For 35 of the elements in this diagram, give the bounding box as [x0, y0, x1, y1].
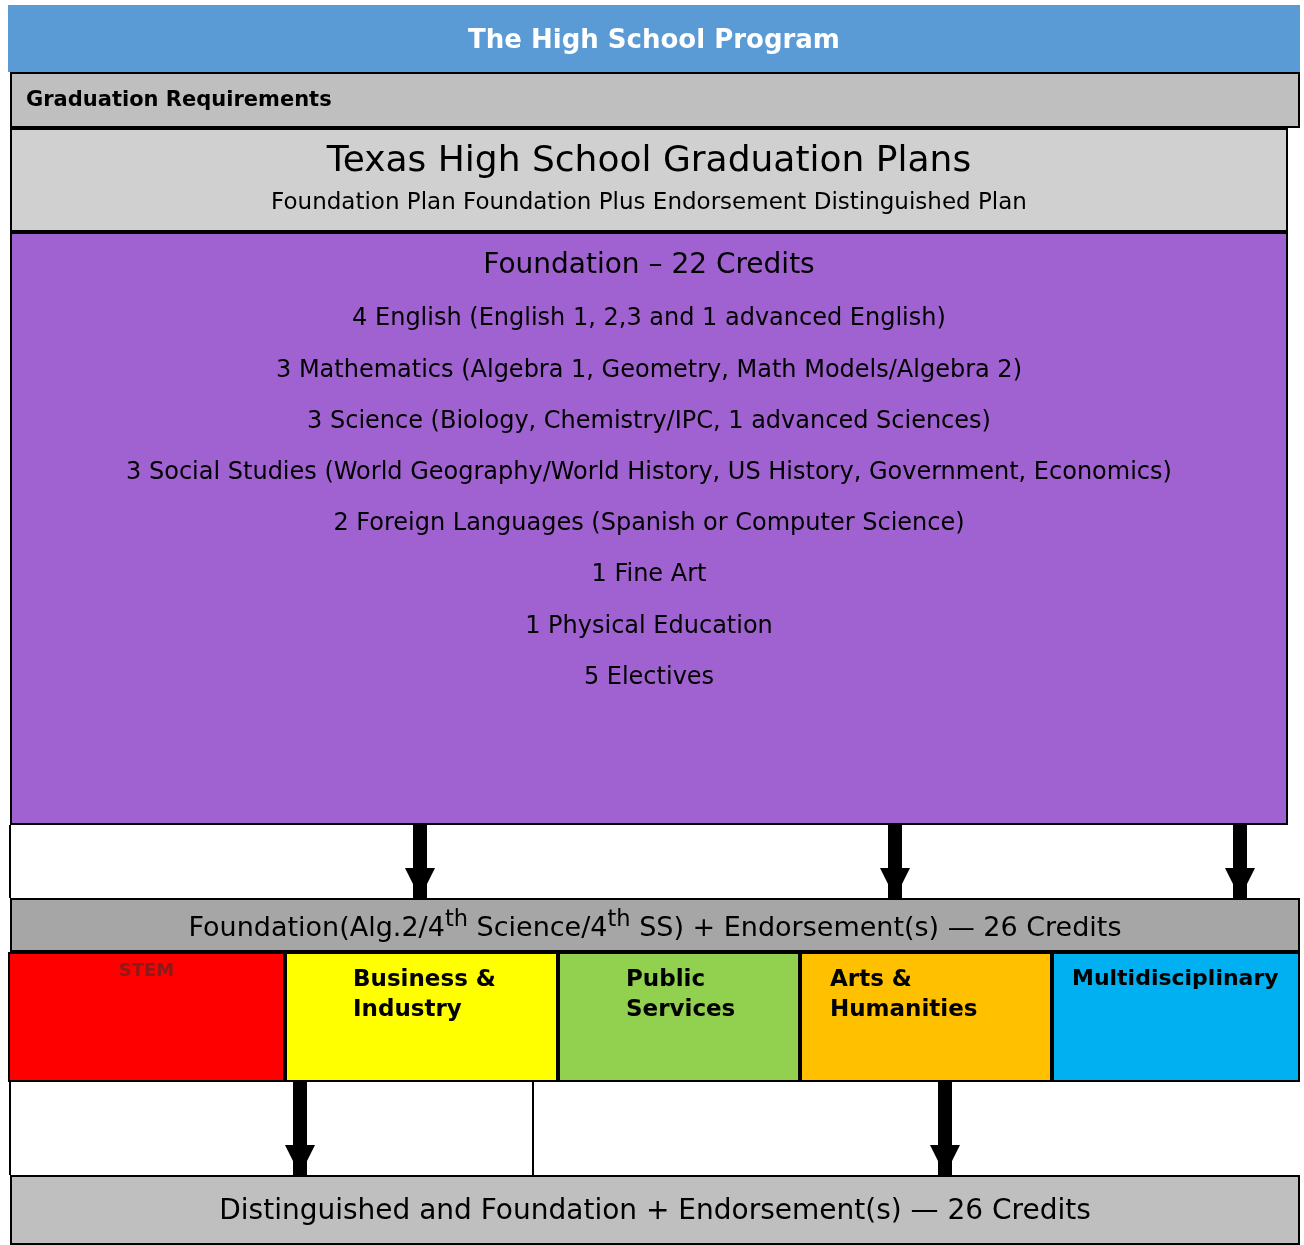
endorsement-box — [558, 952, 800, 1082]
credits-band — [10, 1175, 1300, 1245]
heading: Texas High School Graduation Plans — [325, 137, 973, 181]
node-text: Arts & Humanities — [830, 964, 979, 1023]
node-text: Multidisciplinary — [1072, 964, 1280, 992]
title-bar: The High School Program — [8, 5, 1300, 72]
header-band — [10, 72, 1300, 128]
plans-box — [10, 128, 1288, 232]
node-text: 5 Electives — [582, 660, 716, 692]
node-text: Distinguished and Foundation + Endorsement(s) — 26 Credits — [218, 1191, 1092, 1228]
credits-band — [10, 898, 1300, 952]
arrow — [930, 1082, 960, 1175]
endorsement-box — [8, 952, 285, 1082]
node-text: 1 Fine Art — [590, 558, 708, 590]
node-text: 1 Physical Education — [524, 609, 774, 641]
node-text: 3 Mathematics (Algebra 1, Geometry, Math Models/Algebra 2) — [275, 353, 1023, 385]
heading: Foundation – 22 Credits — [482, 246, 816, 282]
node-text: Foundation(Alg.2/4$^{th}$ Science/4$^{th}$ SS) + Endorsement(s) — 26 Credits — [187, 903, 1123, 944]
node-text: Graduation Requirements — [26, 86, 333, 114]
requirements-box — [10, 232, 1288, 825]
node-text: 3 Science (Biology, Chemistry/IPC, 1 advanced Sciences) — [306, 404, 992, 436]
arrow — [405, 825, 435, 898]
node-text: Public Services — [626, 964, 737, 1023]
node-text: Business & Industry — [353, 964, 496, 1023]
node-text: 3 Social Studies (World Geography/World History, US History, Government, Economics) — [125, 455, 1173, 487]
node-text: Foundation Plan Foundation Plus Endorsement Distinguished Plan — [270, 186, 1028, 216]
node-text: STEM — [117, 958, 176, 982]
node-text: 2 Foreign Languages (Spanish or Computer Science) — [332, 507, 966, 539]
endorsement-box — [1052, 952, 1300, 1082]
arrow — [1225, 825, 1255, 898]
node-text: 4 English (English 1, 2,3 and 1 advanced English) — [351, 302, 947, 334]
arrow — [880, 825, 910, 898]
arrow — [285, 1082, 315, 1175]
endorsement-box — [285, 952, 558, 1082]
endorsement-box — [800, 952, 1052, 1082]
